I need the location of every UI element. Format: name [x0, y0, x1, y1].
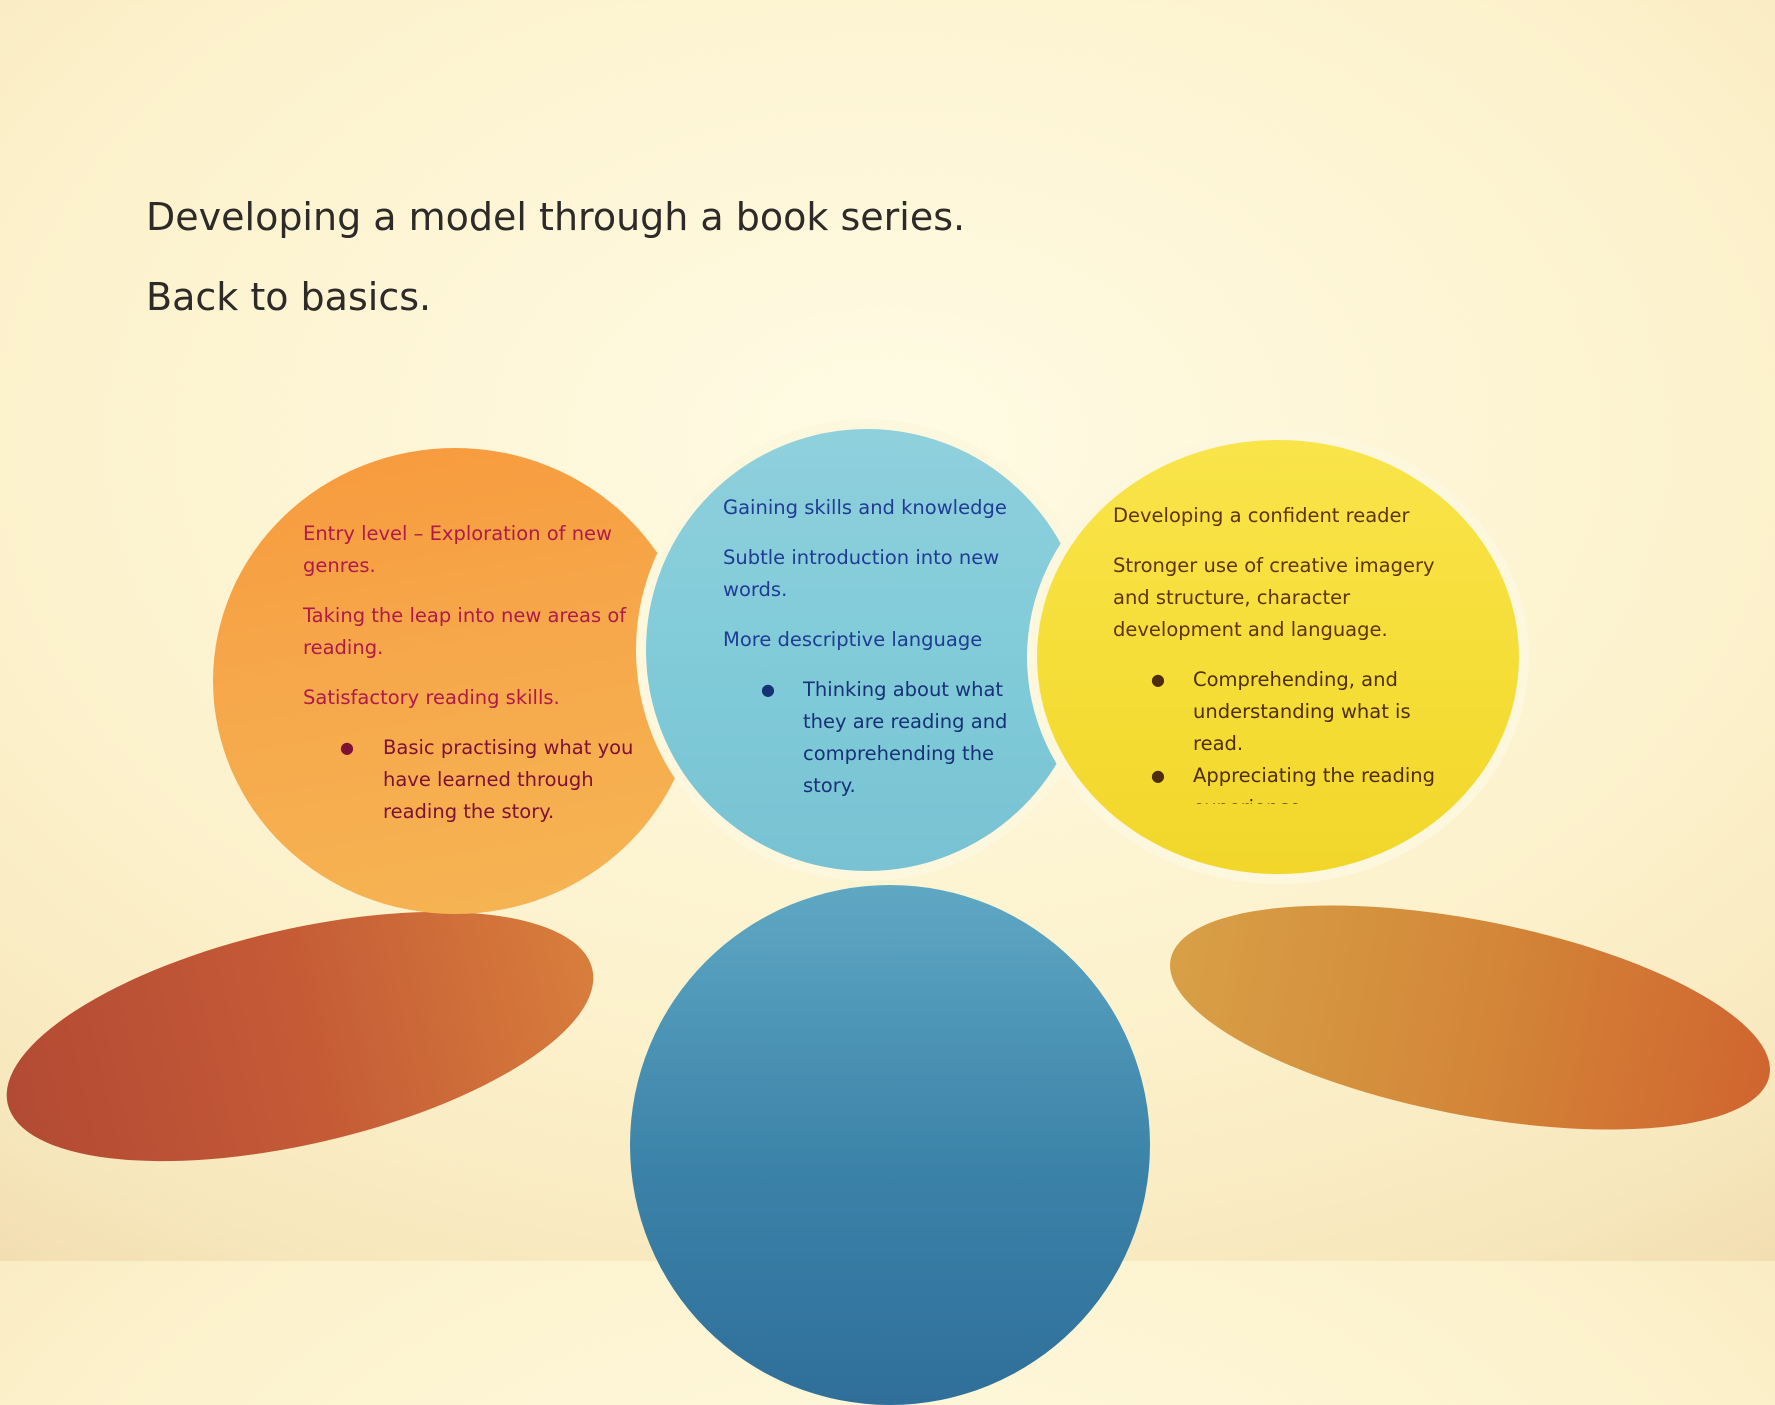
right-bullet-item: ● Appreciating the reading experience.	[1151, 760, 1443, 804]
right-bullet-text: Comprehending, and understanding what is…	[1193, 668, 1411, 755]
right-paragraph: Developing a confident reader	[1113, 504, 1410, 527]
bullet-icon: ●	[1151, 766, 1165, 785]
right-circle-text: Developing a confident reader Stronger u…	[1113, 500, 1453, 804]
left-circle	[213, 448, 697, 914]
bullet-icon: ●	[761, 680, 775, 699]
left-shadow-ellipse	[0, 864, 617, 1209]
right-bullet-list: ● Comprehending, and understanding what …	[1151, 664, 1443, 804]
bullet-icon: ●	[340, 738, 354, 757]
left-bullet-item: ● Basic practising what you have learned…	[340, 732, 643, 828]
right-text-clip: Developing a confident reader Stronger u…	[1113, 500, 1453, 804]
center-shadow-circle	[630, 885, 1150, 1405]
center-bullet-list: ● Thinking about what they are reading a…	[761, 674, 1043, 802]
center-paragraph: More descriptive language	[723, 628, 983, 651]
right-bullet-item: ● Comprehending, and understanding what …	[1151, 664, 1443, 760]
left-paragraph: Entry level – Exploration of new genres.	[303, 522, 613, 577]
page-subtitle: Back to basics.	[146, 275, 432, 319]
left-paragraph: Satisfactory reading skills.	[303, 686, 560, 709]
left-bullet-text: Basic practising what you have learned t…	[383, 736, 634, 823]
bullet-icon: ●	[1151, 670, 1165, 689]
right-shadow-ellipse	[1151, 863, 1775, 1172]
left-circle-text: Entry level – Exploration of new genres.…	[303, 518, 643, 828]
center-paragraph: Gaining skills and knowledge	[723, 496, 1007, 519]
page-title: Developing a model through a book series…	[146, 195, 966, 239]
center-bullet-item: ● Thinking about what they are reading a…	[761, 674, 1043, 802]
right-paragraph: Stronger use of creative imagery and str…	[1113, 554, 1435, 641]
center-paragraph: Subtle introduction into new words.	[723, 546, 1000, 601]
left-paragraph: Taking the leap into new areas of readin…	[303, 604, 627, 659]
center-bullet-text: Thinking about what they are reading and…	[803, 678, 1008, 797]
left-bullet-list: ● Basic practising what you have learned…	[340, 732, 643, 828]
center-circle-text: Gaining skills and knowledge Subtle intr…	[723, 492, 1043, 802]
right-bullet-text: Appreciating the reading experience.	[1193, 764, 1436, 804]
right-circle	[1027, 430, 1529, 884]
center-circle	[636, 419, 1098, 881]
